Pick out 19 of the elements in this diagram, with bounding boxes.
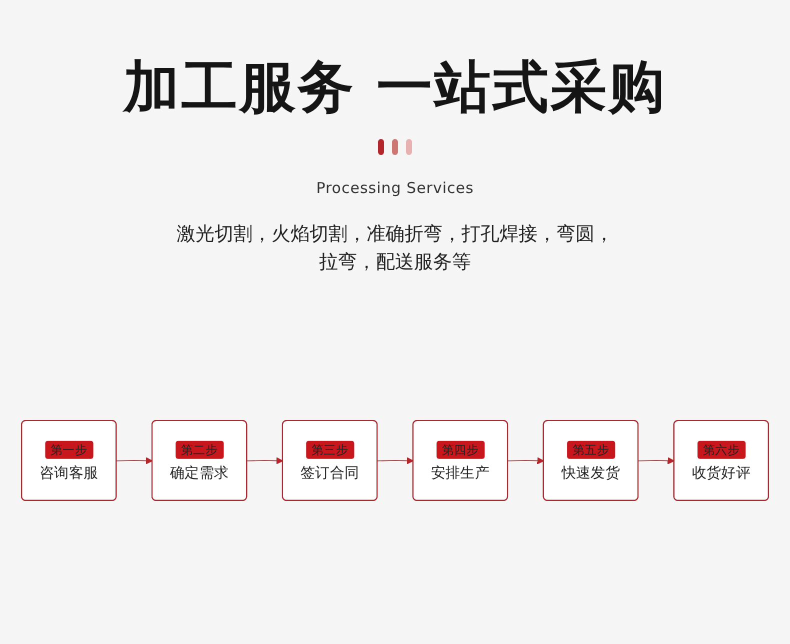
step-badge: 第三步 (306, 440, 354, 458)
step-label: 签订合同 (300, 464, 360, 482)
arrow (638, 456, 675, 464)
step-badge: 第四步 (436, 440, 484, 458)
step-label: 咨询客服 (40, 464, 98, 482)
step-badge: 第五步 (566, 440, 615, 458)
step-label: 收货好评 (692, 464, 750, 482)
arrow (508, 456, 544, 464)
step-badge: 第一步 (44, 440, 93, 458)
step-badge: 第二步 (175, 440, 224, 458)
step-label: 安排生产 (430, 464, 490, 482)
arrow (377, 456, 414, 464)
arrow (116, 456, 153, 464)
step-label: 确定需求 (170, 464, 229, 482)
arrow (246, 456, 284, 464)
title: 加工服务 一站式采购 (123, 54, 667, 122)
step-badge: 第六步 (697, 440, 746, 458)
subtitle: Processing Services (316, 178, 474, 198)
description-text: 激光切割，火焰切割，准确折弯，打孔焊接，弯圆，拉弯，配送服务等 (176, 222, 614, 275)
